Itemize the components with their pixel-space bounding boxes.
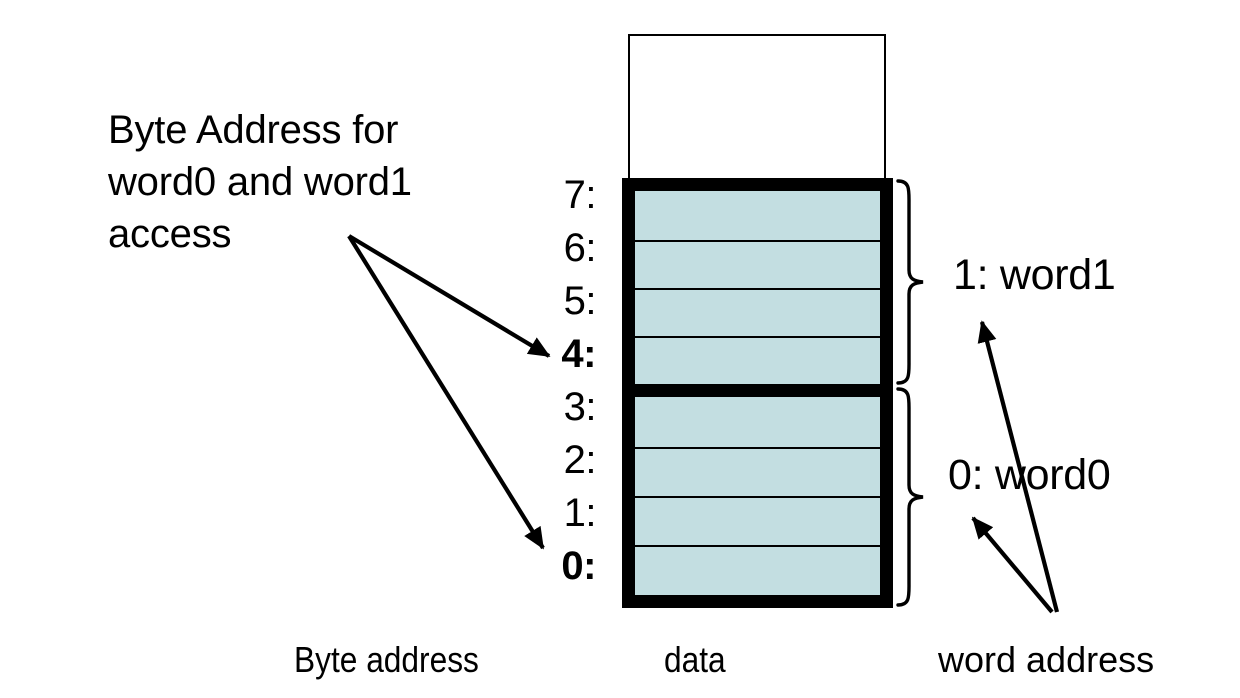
word-group-word0	[635, 397, 880, 595]
byte-address-2: 2:	[563, 438, 597, 482]
byte-cell-5	[635, 288, 880, 336]
caption-byte-address-for-word-access: Byte Address for word0 and word1 access	[108, 108, 412, 256]
empty-memory-box-above	[628, 34, 886, 180]
memory-block	[622, 178, 893, 608]
bottom-label-word-address: word address	[938, 639, 1155, 680]
byte-address-4: 4:	[561, 332, 596, 376]
byte-cell-2	[635, 447, 880, 496]
brace-word1	[896, 178, 926, 386]
byte-address-6: 6:	[563, 226, 597, 270]
word-label-word1: 1: word1	[953, 251, 1116, 299]
brace-word0	[896, 386, 926, 610]
word-group-word1	[635, 191, 880, 384]
bottom-label-byte-address: Byte address	[294, 639, 479, 680]
byte-cell-3	[635, 397, 880, 447]
byte-cell-0	[635, 545, 880, 595]
byte-cell-4	[635, 336, 880, 384]
bottom-label-data: data	[664, 639, 726, 680]
byte-address-5: 5:	[563, 279, 597, 323]
byte-cell-6	[635, 240, 880, 288]
word-label-word0: 0: word0	[948, 451, 1111, 499]
byte-cell-7	[635, 191, 880, 240]
byte-address-column: 7: 6: 5: 4: 3: 2: 1: 0:	[470, 170, 596, 610]
byte-cell-1	[635, 496, 880, 545]
byte-address-0: 0:	[561, 544, 596, 588]
byte-address-7: 7:	[563, 173, 597, 217]
arrow-word-address-to-word0	[971, 516, 1054, 614]
byte-address-3: 3:	[563, 385, 597, 429]
byte-address-1: 1:	[563, 491, 597, 535]
